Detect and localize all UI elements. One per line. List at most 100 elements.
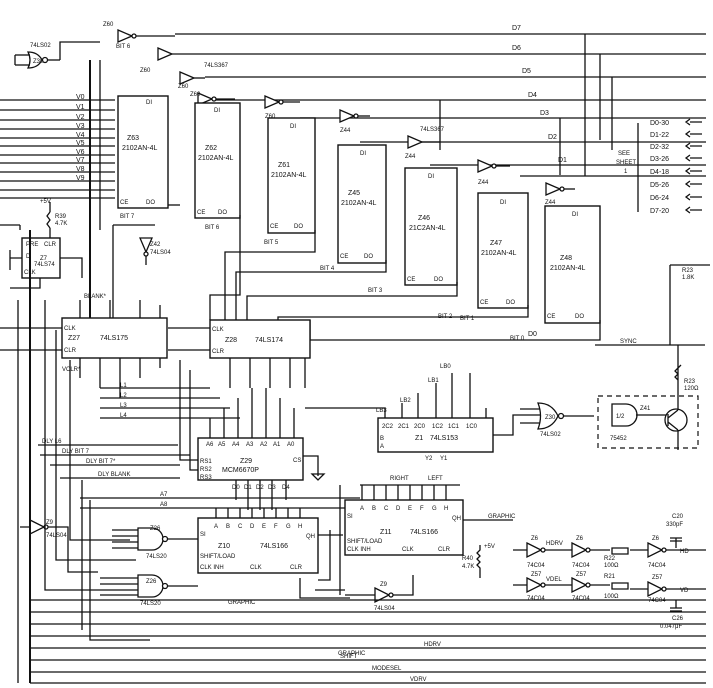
z1-2c0: 2C0 — [414, 424, 426, 430]
z26-b-part: 74LS20 — [140, 601, 161, 607]
z11-b: B — [372, 506, 376, 512]
z10-g: G — [286, 524, 291, 530]
r23b-value: 1.8K — [682, 275, 694, 281]
z57-a-part: 74C04 — [527, 596, 545, 602]
z57-c-part: 74C04 — [648, 598, 666, 604]
z11-clk: CLK — [402, 547, 414, 553]
z29-a1: A1 — [273, 442, 281, 448]
z48-ce: CE — [547, 314, 555, 320]
z11-f: F — [420, 506, 424, 512]
z48-di: DI — [572, 212, 578, 218]
v-line-8: V8 — [76, 166, 85, 173]
z42-part: 74LS04 — [150, 250, 171, 256]
z61-di: DI — [290, 124, 296, 130]
v-line-5: V5 — [76, 140, 85, 147]
bus-label-d6: D6 — [512, 45, 521, 52]
hd-label: HD — [680, 549, 689, 555]
ls367-ref-b: 74LS367 — [420, 127, 445, 133]
z63-ref: Z63 — [127, 135, 139, 142]
z9-inverter-b: Z9 74LS04 — [345, 575, 414, 612]
z63-ce: CE — [120, 200, 128, 206]
shift-signal: SHIFT — [340, 654, 358, 660]
lb-line-1: LB1 — [428, 378, 439, 384]
z10-b: B — [226, 524, 230, 530]
buffer-chain — [117, 29, 575, 196]
z10-c: C — [238, 524, 243, 530]
z11-h: H — [444, 506, 448, 512]
z10-e: E — [262, 524, 266, 530]
z26-nand-a: Z26 74LS20 — [112, 526, 198, 560]
z11-ref: Z11 — [380, 529, 392, 536]
z44-ref-b: Z44 — [405, 154, 416, 160]
z41-part: 75452 — [610, 436, 627, 442]
sheet-ref-sheet: SHEET — [616, 160, 636, 166]
z10-shift-register: Z10 74LS166 SHIFT/LOAD CLK INH CLK CLR S… — [197, 508, 343, 574]
bus-label-d5: D5 — [522, 68, 531, 75]
modesel-signal: MODESEL — [372, 666, 402, 672]
z28-ref: Z28 — [225, 337, 237, 344]
connector-d5: D5-26 — [650, 182, 669, 189]
a-line-8: A8 — [160, 502, 168, 508]
z1-multiplexer: Z1 74LS153 2C2 2C1 2C0 1C2 1C1 1C0 Y2 Y1… — [305, 373, 543, 462]
z41-driver: 1/2 Z41 75452 — [597, 395, 699, 450]
z57-c-ref: Z57 — [652, 575, 663, 581]
z27-ref: Z27 — [68, 335, 80, 342]
z9-a-part: 74LS04 — [46, 533, 67, 539]
z9-b-ref: Z9 — [380, 582, 388, 588]
z28-part: 74LS174 — [255, 337, 283, 344]
lb-line-0: LB0 — [440, 364, 451, 370]
r22-ref: R22 — [604, 556, 616, 562]
connector-d3: D3-26 — [650, 156, 669, 163]
z48-ref: Z48 — [560, 255, 572, 262]
ram-chip-z45: Z45 2102AN-4L DI DO CE BIT 4 — [320, 144, 387, 272]
z29-a0: A0 — [287, 442, 295, 448]
z44-ref-a: Z44 — [340, 128, 351, 134]
z11-clkinh: CLK INH — [347, 547, 371, 553]
z30-top-ref: Z30 — [33, 59, 44, 65]
z45-part: 2102AN-4L — [341, 200, 377, 207]
bus-connector-legend: D0-30 D1-22 D2-32 D3-26 D4-18 D5-26 D6-2… — [616, 118, 702, 215]
z28-clk: CLK — [212, 327, 224, 333]
z46-part: 21C2AN-4L — [409, 225, 446, 232]
z45-di: DI — [360, 151, 366, 157]
z11-e: E — [408, 506, 412, 512]
ram-chip-z63: Z63 2102AN-4L DI DO CE BIT 7 — [117, 95, 169, 220]
l-line-3: L3 — [120, 403, 127, 409]
z45-do: DO — [364, 254, 373, 260]
sheet-ref-see: SEE — [618, 151, 630, 157]
z44-ref-c: Z44 — [478, 180, 489, 186]
z46-bit: BIT 3 — [368, 288, 383, 294]
vdrv-signal: VDRV — [410, 677, 427, 683]
z46-ref: Z46 — [418, 215, 430, 222]
bus-label-d1: D1 — [558, 157, 567, 164]
z10-part: 74LS166 — [260, 543, 288, 550]
z62-ref: Z62 — [205, 145, 217, 152]
l-line-2: L2 — [120, 393, 127, 399]
z29-rs2: RS2 — [200, 467, 212, 473]
z29-ref: Z29 — [240, 458, 252, 465]
ram-chip-z61: Z61 2102AN-4L DI DO CE BIT 5 — [264, 117, 316, 246]
bus-label-d3: D3 — [540, 110, 549, 117]
connector-d7: D7-20 — [650, 208, 669, 215]
z7-clr: CLR — [44, 242, 57, 248]
connector-d2: D2-32 — [650, 144, 669, 151]
z9-b-part: 74LS04 — [374, 606, 395, 612]
z61-part: 2102AN-4L — [271, 172, 307, 179]
dly-line-blank: DLY BLANK — [98, 472, 130, 478]
z44-ref-d: Z44 — [545, 200, 556, 206]
a-line-7: A7 — [160, 492, 168, 498]
z1-1c1: 1C1 — [448, 424, 460, 430]
r23-value: 120Ω — [684, 386, 699, 392]
z10-si: SI — [200, 532, 206, 538]
z61-bit: BIT 5 — [264, 240, 279, 246]
z47-do: DO — [506, 300, 515, 306]
bottom-signal-bus — [17, 230, 706, 684]
dly-line-bit7n: DLY BIT 7* — [86, 459, 116, 465]
r22-value: 100Ω — [604, 563, 619, 569]
z45-bit: BIT 4 — [320, 266, 335, 272]
z10-clk: CLK — [250, 565, 262, 571]
v-line-4: V4 — [76, 132, 85, 139]
z27-clr: CLR — [64, 348, 77, 354]
connector-d0: D0-30 — [650, 120, 669, 127]
ram-chip-z47: Z47 2102AN-4L DI DO CE BIT 2 — [438, 192, 529, 320]
